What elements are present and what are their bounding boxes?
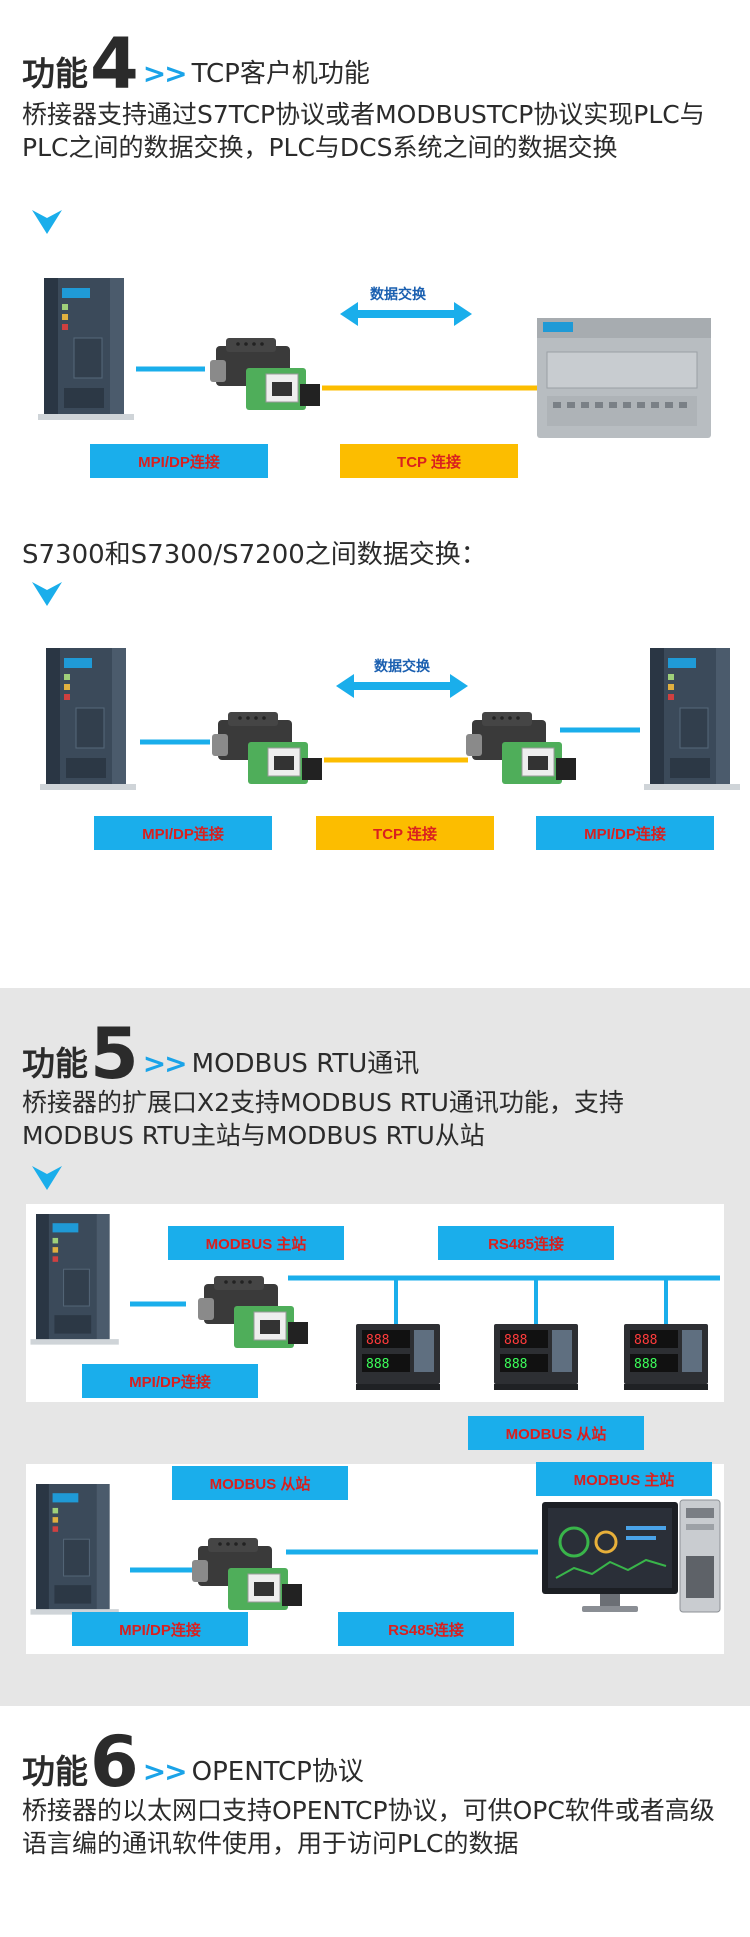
data-exchange-label: 数据交换 <box>370 286 426 302</box>
section-6-description: 桥接器的以太网口支持OPENTCP协议，可供OPC软件或者高级语言编的通讯软件使… <box>22 1796 715 1858</box>
heading-title: TCP客户机功能 <box>191 59 370 89</box>
diagram-plc-to-plc: 数据交换 MPI/DP连接 TCP 连接 <box>0 270 750 490</box>
heading-arrows: >> <box>142 57 188 90</box>
bridge-device-image <box>197 1275 309 1349</box>
chevron-down-icon <box>32 1166 62 1190</box>
heading-word: 功能 <box>22 54 88 93</box>
heading-number: 5 <box>90 1013 139 1095</box>
temperature-controller-1-image <box>356 1324 440 1390</box>
mpi-dp-label-left: MPI/DP连接 <box>94 816 272 850</box>
section-5-description: 桥接器的扩展口X2支持MODBUS RTU通讯功能，支持MODBUS RTU主站… <box>22 1088 624 1150</box>
s7-300-plc-image <box>30 1213 120 1346</box>
s7-300-plc-right-image <box>643 647 741 791</box>
diagram-s7300-exchange: 数据交换 MPI/DP连接 TCP 连接 MPI/DP连接 <box>0 640 750 860</box>
s7-300-plc-image <box>30 1483 120 1616</box>
tcp-connection-label: TCP 连接 <box>316 816 494 850</box>
panel-modbus-master: MODBUS 主站 RS485连接 MPI/DP连接 MODBUS 从站 <box>26 1204 724 1450</box>
section-function-4: 功能 4 >> TCP客户机功能 桥接器支持通过S7TCP协议或者MODBUST… <box>0 23 750 860</box>
sub-heading-s7300-exchange: S7300和S7300/S7200之间数据交换： <box>22 540 487 570</box>
computer-monitor-image <box>542 1502 678 1612</box>
mpi-dp-label-right: MPI/DP连接 <box>536 816 714 850</box>
heading-title: OPENTCP协议 <box>191 1757 364 1787</box>
diagram-1-graphics <box>37 277 712 439</box>
heading-number: 6 <box>90 1721 139 1803</box>
section-4-description: 桥接器支持通过S7TCP协议或者MODBUSTCP协议实现PLC与PLC之间的数… <box>22 100 705 162</box>
section-function-6: 功能 6 >> OPENTCP协议 桥接器的以太网口支持OPENTCP协议，可供… <box>0 1706 750 1937</box>
s7-300-plc-image <box>37 277 135 421</box>
bridge-device-image <box>209 337 321 411</box>
modbus-slave-label: MODBUS 从站 <box>172 1466 348 1500</box>
s7-300-plc-left-image <box>39 647 137 791</box>
temperature-controller-2-image <box>494 1324 578 1390</box>
mpi-dp-label: MPI/DP连接 <box>90 444 268 478</box>
chevron-down-icon <box>32 210 62 234</box>
panel-modbus-slave: MODBUS 从站 MODBUS 主站 MPI/DP连接 RS485连接 <box>26 1462 724 1654</box>
bridge-device-right-image <box>465 711 577 785</box>
section-4-heading: 功能 4 >> TCP客户机功能 <box>22 23 370 105</box>
section-function-5: 功能 5 >> MODBUS RTU通讯 桥接器的扩展口X2支持MODBUS R… <box>0 988 750 1706</box>
temperature-controller-3-image <box>624 1324 708 1390</box>
section-5-heading: 功能 5 >> MODBUS RTU通讯 <box>22 1013 420 1095</box>
computer-tower-image <box>679 1499 721 1613</box>
mpi-dp-label: MPI/DP连接 <box>82 1364 258 1398</box>
mpi-dp-label: MPI/DP连接 <box>72 1612 248 1646</box>
heading-arrows: >> <box>142 1755 188 1788</box>
modbus-slave-label: MODBUS 从站 <box>468 1416 644 1450</box>
section-6-heading: 功能 6 >> OPENTCP协议 <box>22 1721 364 1803</box>
diagram-2-graphics <box>39 647 741 791</box>
modbus-master-label: MODBUS 主站 <box>168 1226 344 1260</box>
rs485-connection-label: RS485连接 <box>338 1612 514 1646</box>
heading-title: MODBUS RTU通讯 <box>191 1049 420 1079</box>
heading-word: 功能 <box>22 1752 88 1791</box>
tcp-connection-label: TCP 连接 <box>340 444 518 478</box>
data-exchange-label: 数据交换 <box>374 658 430 674</box>
panel-1-graphics <box>30 1213 720 1390</box>
heading-arrows: >> <box>142 1047 188 1080</box>
chevron-down-icon <box>32 582 62 606</box>
s7-1200-plc-image <box>536 317 712 439</box>
double-arrow-icon <box>340 302 472 326</box>
bridge-device-left-image <box>211 711 323 785</box>
modbus-master-label: MODBUS 主站 <box>536 1462 712 1496</box>
double-arrow-icon <box>336 674 468 698</box>
bridge-device-image <box>191 1537 303 1611</box>
rs485-connection-label: RS485连接 <box>438 1226 614 1260</box>
panel-2-graphics <box>30 1483 721 1616</box>
heading-number: 4 <box>90 23 139 105</box>
heading-word: 功能 <box>22 1044 88 1083</box>
